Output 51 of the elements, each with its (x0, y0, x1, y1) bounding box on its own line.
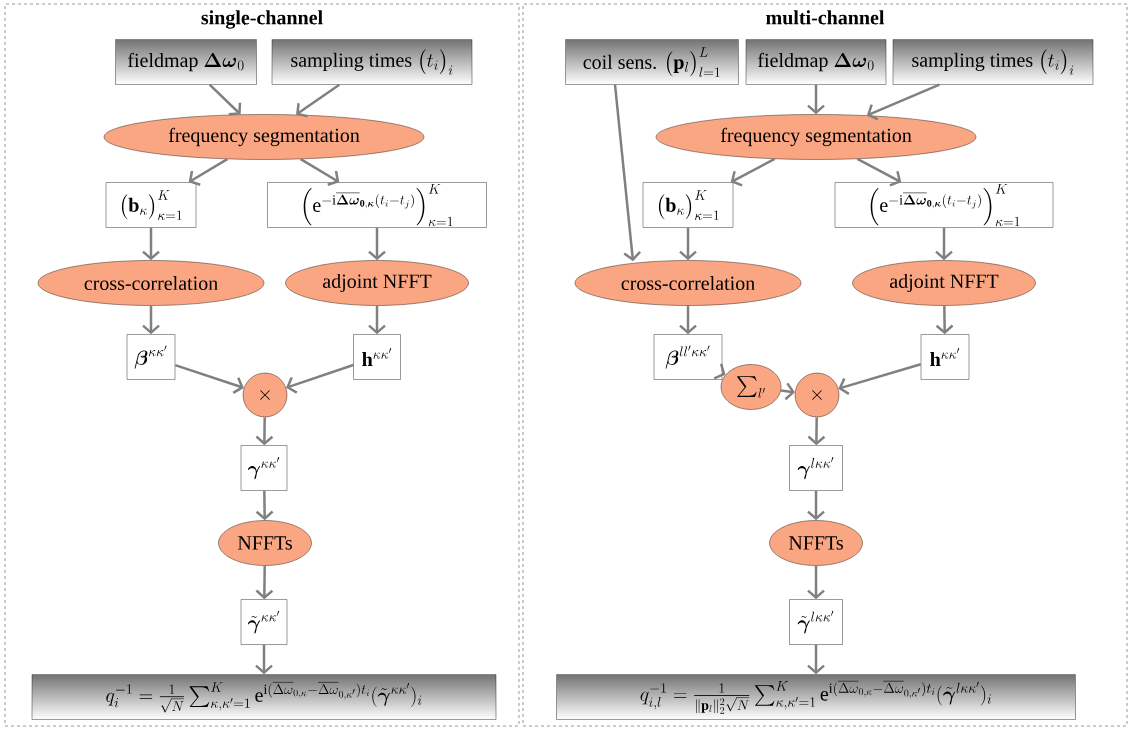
data-box: $\Big(\mathrm{e}^{-\mathrm{i}\overline{\boldsymbol{\Delta\omega}}_{\mathbf{0},\boldsymbol{\kappa}}(t_i-t_j)}\Big)_{\kappa=1}^K$ (834, 182, 1054, 228)
data-box: $\big(\mathbf{b}_\kappa\big)_{\kappa=1}^K$ (642, 182, 734, 228)
arrow (368, 227, 386, 261)
arrow (255, 490, 274, 521)
arrow (807, 565, 825, 600)
data-box: $\boldsymbol{\gamma}^{l\kappa\kappa'}$ (789, 445, 843, 491)
data-box: $\mathbf{h}^{\kappa\kappa'}$ (353, 334, 401, 380)
arrow (368, 305, 386, 335)
arrow (679, 227, 697, 261)
arrow (679, 305, 697, 335)
data-box: $\tilde{\boldsymbol{\gamma}}^{\kappa\kappa'}$ (240, 599, 288, 645)
arrow (838, 363, 922, 395)
input-box: $\text{sampling times }\big(t_i\big)_i$ (271, 39, 473, 85)
panel-heading: single-channel (201, 10, 323, 29)
arrow (208, 83, 242, 116)
result-box: $q_{i,l}^{-1} = \frac{1}{\|\mathbf{p}_l\|_2^2\sqrt{N}} \sum_{\kappa,\kappa'=1}^{K} \mathrm{e}^{\mathrm{i}(\overline{\Delta\omega}_{0,\kappa}-\overline{\Delta\omega}_{0,\kappa'})t_i} (\tilde{\boldsymbol{\gamma}}^{l\kappa\kappa'})_i$ (556, 674, 1076, 720)
arrow (296, 83, 341, 118)
data-box: $\mathbf{h}^{\kappa\kappa'}$ (920, 334, 970, 380)
arrow (807, 644, 825, 675)
data-box: $\big(\mathbf{b}_\kappa\big)_{\kappa=1}^K$ (105, 182, 197, 228)
arrow (866, 83, 940, 121)
data-box: $\tilde{\boldsymbol{\gamma}}^{l\kappa\kappa'}$ (789, 599, 843, 645)
arrow (255, 644, 273, 675)
arrow (730, 157, 776, 187)
panel (4, 3, 520, 727)
arrow (807, 417, 826, 446)
arrow (286, 363, 354, 394)
data-box: $\boldsymbol{\gamma}^{\kappa\kappa'}$ (240, 445, 288, 491)
arrow (255, 417, 274, 446)
input-box: $\text{coil sens. }\big(\mathbf{p}_l\big)_{l=1}^L$ (565, 39, 739, 85)
input-box: $\text{sampling times }\big(t_i\big)_i$ (892, 39, 1094, 85)
data-box: $\boldsymbol{\beta}^{\kappa\kappa'}$ (126, 334, 176, 380)
arrow (142, 305, 160, 335)
panel (522, 3, 1128, 727)
data-box: $\Big(\mathrm{e}^{-\mathrm{i}\overline{\boldsymbol{\Delta\omega}}_{\mathbf{0},\boldsymbol{\kappa}}(t_i-t_j)}\Big)_{\kappa=1}^K$ (267, 182, 487, 228)
input-box: $\text{fieldmap }\boldsymbol{\Delta\omega}_0$ (115, 39, 257, 85)
arrow (856, 157, 902, 187)
arrow (255, 565, 274, 600)
arrow (807, 84, 825, 115)
panel-heading: multi-channel (766, 10, 885, 25)
arrow (300, 158, 340, 186)
result-box: $q_i^{-1} = \frac{1}{\sqrt{N}} \sum_{\kappa,\kappa'=1}^{K} \mathrm{e}^{\mathrm{i}(\overline{\Delta\omega}_{0,\kappa}-\overline{\Delta\omega}_{0,\kappa'})t_i} (\tilde{\boldsymbol{\gamma}}^{\kappa\kappa'})_i$ (31, 674, 497, 720)
arrow (188, 158, 228, 186)
data-box: $\boldsymbol{\beta}^{ll'\kappa\kappa'}$ (653, 334, 723, 380)
arrow (142, 227, 160, 261)
arrow (935, 227, 953, 261)
arrow (613, 84, 641, 262)
arrow (807, 490, 825, 521)
arrow (935, 305, 954, 335)
input-box: $\text{fieldmap }\boldsymbol{\Delta\omega}_0$ (745, 39, 887, 85)
arrow (174, 363, 244, 394)
